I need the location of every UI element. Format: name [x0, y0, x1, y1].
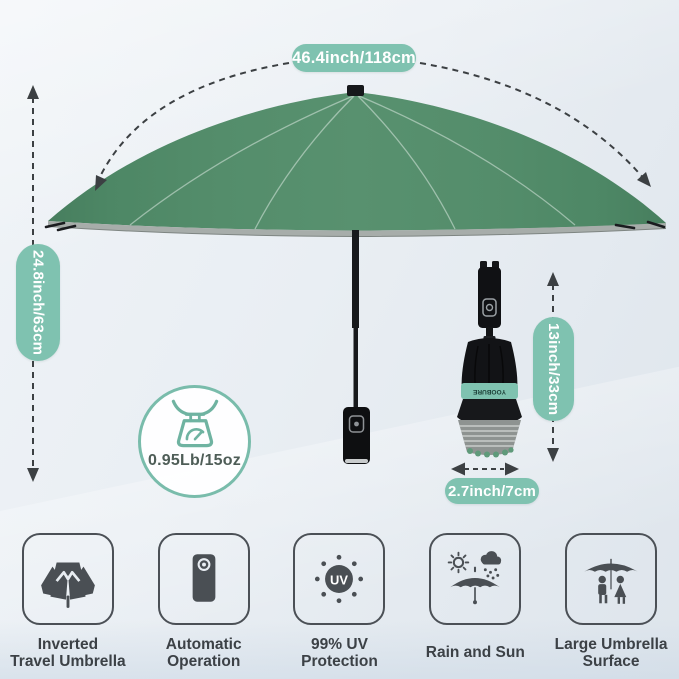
- skirt-stripes: [458, 425, 521, 447]
- scale-icon: [171, 399, 218, 448]
- open-height-label: 24.8inch/63cm: [16, 244, 60, 361]
- uv-protection-icon: UV: [315, 554, 364, 604]
- arrowhead-arc-right: [637, 172, 651, 187]
- arrowhead-down: [547, 448, 559, 462]
- feature-label: Rain and Sun: [425, 644, 525, 662]
- handle-tip-band: [345, 459, 368, 463]
- arrowhead-down: [27, 468, 39, 482]
- skirt-green-tips: [467, 447, 514, 458]
- large-umbrella-surface-icon: [584, 558, 638, 604]
- shaft-upper: [352, 230, 359, 328]
- feature-box: UV: [293, 533, 386, 625]
- brand-band-text: YOOBURE: [472, 388, 506, 395]
- weight-badge: 0.95Lb/15oz: [138, 385, 251, 498]
- feature-box: [157, 533, 250, 625]
- width-arc-left: [96, 62, 290, 184]
- handle-button-dot: [354, 421, 359, 427]
- feature-row: Inverted Travel Umbrella Automatic Opera…: [0, 533, 679, 673]
- folded-width-value: 2.7inch/7cm: [447, 482, 537, 500]
- handle-button: [348, 415, 365, 433]
- feature-automatic-operation: Automatic Operation: [136, 533, 272, 673]
- weight-value: 0.95Lb/15oz: [148, 452, 241, 469]
- rib-tips: [44, 220, 666, 232]
- feature-box: [429, 533, 522, 625]
- feature-rain-and-sun: Rain and Sun: [407, 533, 543, 673]
- folded-ruffle: [457, 399, 522, 425]
- folded-neck: [486, 327, 493, 342]
- uv-badge-text: UV: [331, 573, 349, 588]
- arrowhead-left: [451, 462, 465, 476]
- arrowhead-up: [27, 85, 39, 99]
- shaft-lower: [353, 328, 358, 409]
- canopy-seams: [129, 95, 576, 230]
- open-height-value: 24.8inch/63cm: [29, 249, 47, 356]
- rain-and-sun-icon: [448, 551, 502, 605]
- folded-width-label: 2.7inch/7cm: [445, 478, 539, 504]
- reflective-edge-strip: [48, 221, 666, 237]
- feature-box: [21, 533, 114, 625]
- folded-height-label: 13inch/33cm: [533, 317, 574, 421]
- automatic-operation-icon: [192, 554, 216, 602]
- arrowheads: [27, 85, 651, 482]
- top-cap: [347, 85, 364, 96]
- feature-box: [565, 533, 658, 625]
- folded-height-value: 13inch/33cm: [545, 322, 562, 416]
- feature-large-umbrella-surface: Large Umbrella Surface: [543, 533, 679, 673]
- arrowhead-right: [505, 462, 519, 476]
- feature-label: Inverted Travel Umbrella: [10, 635, 126, 671]
- open-umbrella: [44, 85, 667, 464]
- folded-umbrella: YOOBURE: [457, 261, 522, 458]
- width-arc-right: [419, 62, 646, 181]
- feature-label: 99% UV Protection: [301, 635, 378, 671]
- feature-label: Automatic Operation: [165, 635, 242, 671]
- feature-uv-protection: UV 99% UV Protection: [272, 533, 408, 673]
- brand-band: [461, 383, 518, 399]
- folded-handle-button: [482, 298, 497, 317]
- arrowhead-arc-left: [95, 175, 107, 191]
- folded-handle-button-ring: [485, 303, 494, 312]
- umbrella-canopy: [48, 93, 666, 231]
- feature-label: Large Umbrella Surface: [554, 635, 668, 671]
- canopy-width-value: 46.4inch/118cm: [292, 48, 416, 67]
- folded-handle: [478, 267, 501, 328]
- inverted-travel-umbrella-icon: [41, 562, 95, 608]
- arrowhead-up: [547, 272, 559, 286]
- feature-inverted-travel-umbrella: Inverted Travel Umbrella: [0, 533, 136, 673]
- canopy-width-label: 46.4inch/118cm: [292, 44, 416, 72]
